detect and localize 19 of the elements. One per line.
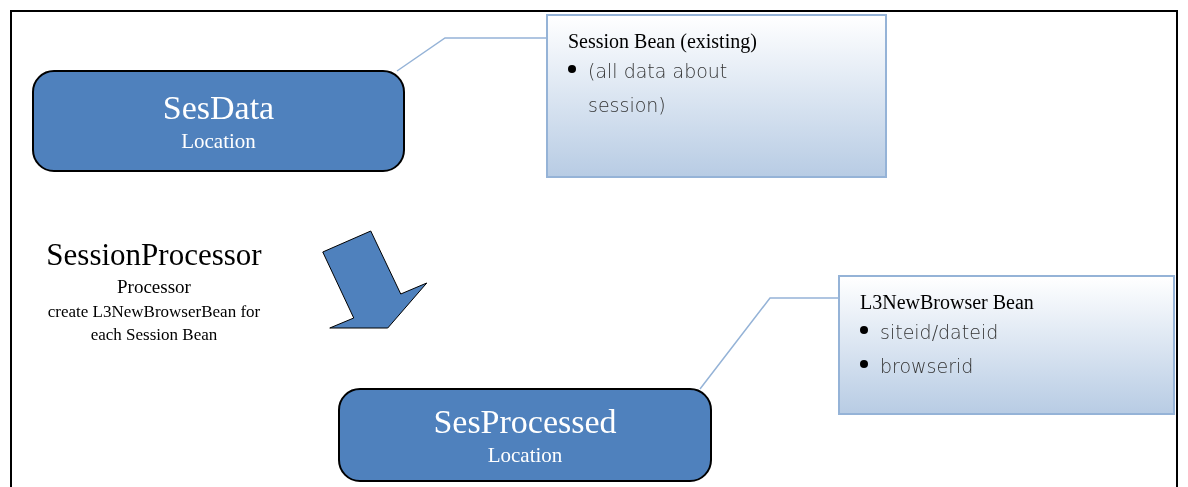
bullet-text: (all data about session) bbox=[588, 59, 729, 118]
process-description: create L3NewBrowserBean for each Session Bean bbox=[46, 301, 262, 346]
bullet-text: browserid bbox=[880, 354, 974, 379]
leader-line bbox=[396, 37, 547, 72]
block-arrow bbox=[322, 230, 428, 329]
box-subtitle: Location bbox=[181, 128, 256, 154]
callout-title: L3NewBrowser Bean bbox=[860, 290, 1035, 315]
callout-box bbox=[546, 14, 887, 178]
box-title: SesData bbox=[162, 88, 275, 128]
process-title: SessionProcessor bbox=[45, 236, 263, 274]
leader-line bbox=[699, 297, 839, 390]
callout-box bbox=[838, 275, 1175, 415]
bullet-text: siteid/dateid bbox=[880, 320, 999, 345]
box-subtitle: Location bbox=[487, 442, 563, 468]
rounded-box bbox=[338, 388, 712, 482]
process-description: Processor bbox=[116, 275, 192, 299]
box-title: SesProcessed bbox=[433, 402, 617, 442]
rounded-box bbox=[32, 70, 405, 172]
callout-title: Session Bean (existing) bbox=[568, 29, 758, 54]
